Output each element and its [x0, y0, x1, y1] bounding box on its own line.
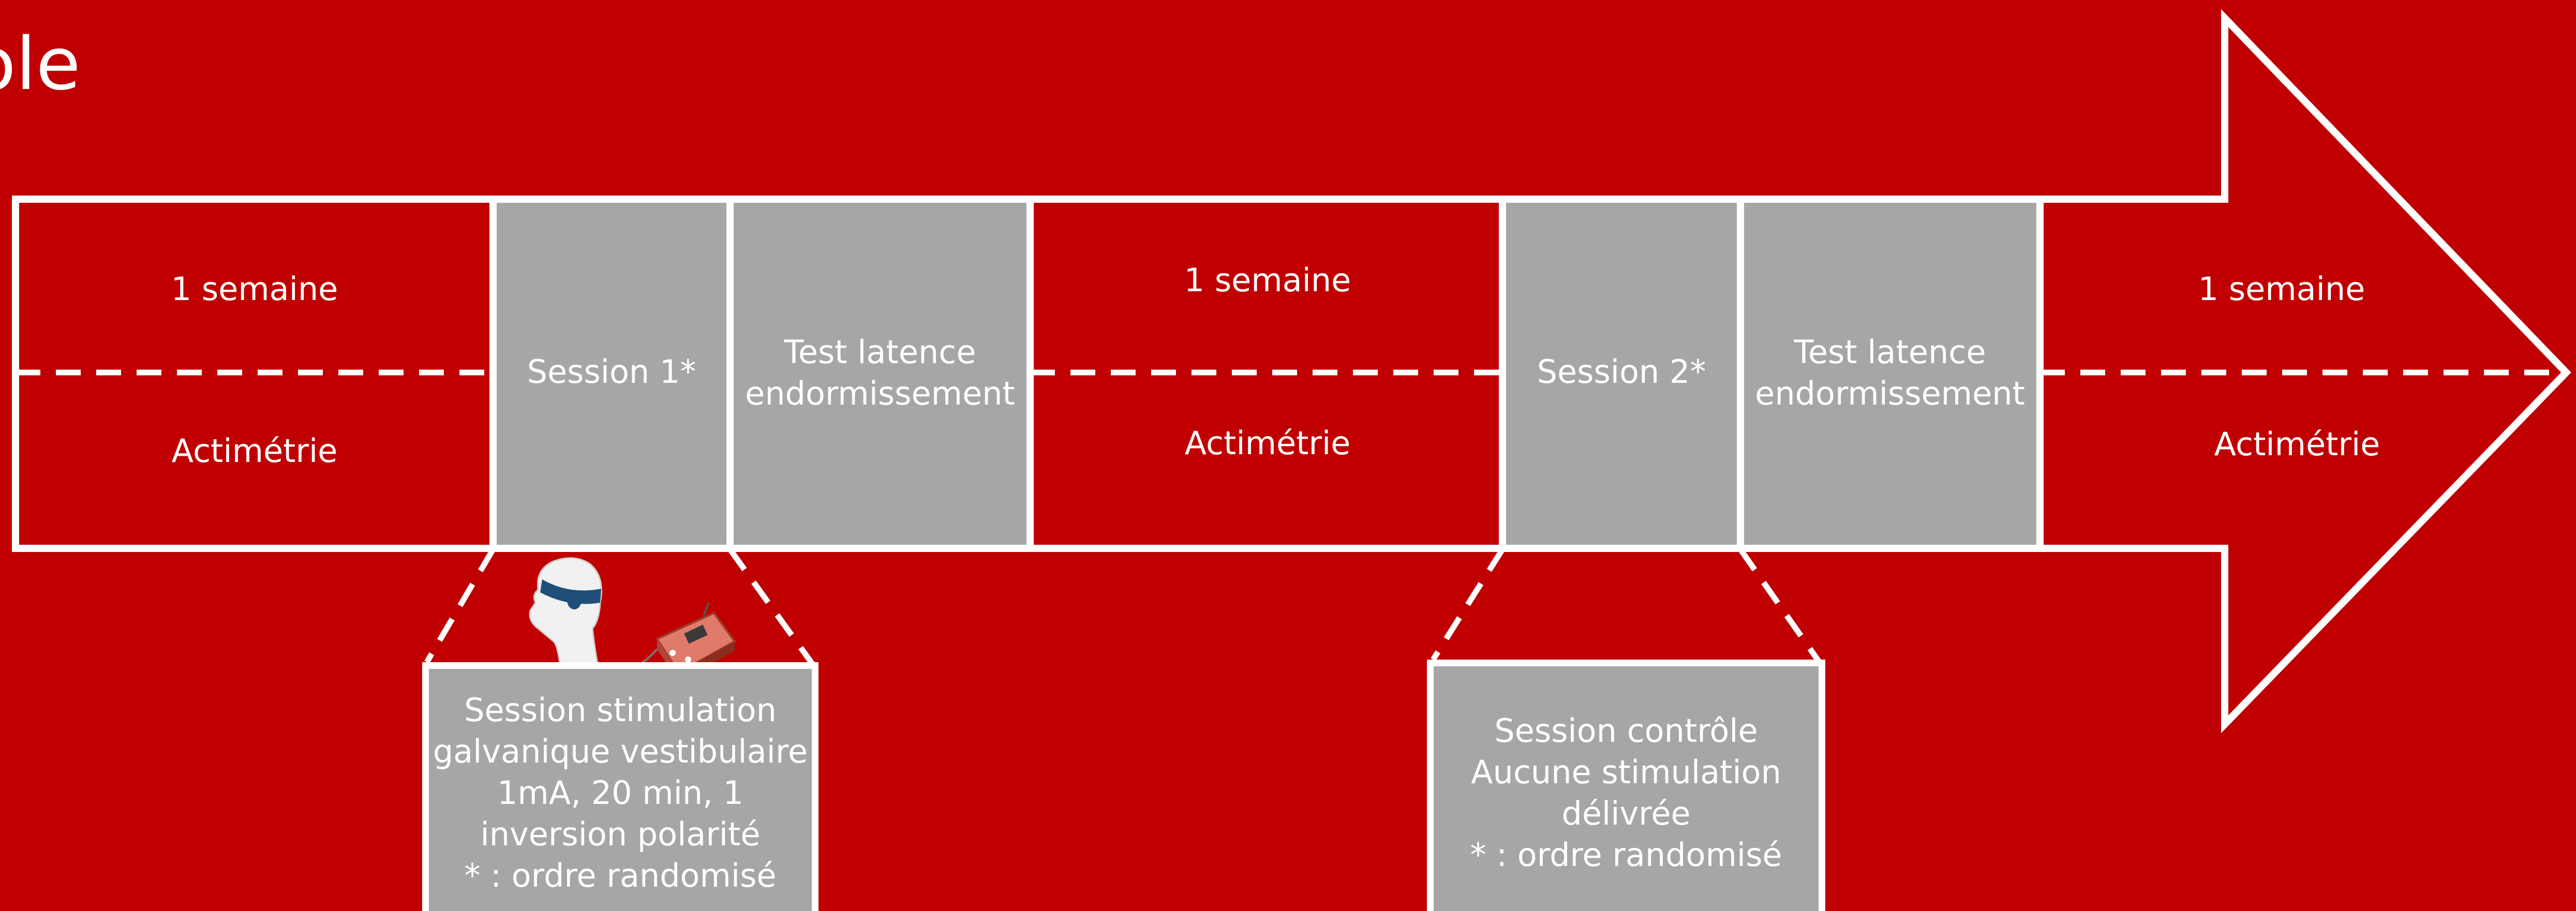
control-session-note: Session contrôle Aucune stimulation déli…	[1427, 660, 1825, 911]
test-label-line1: Test latence	[783, 333, 976, 371]
note-line: galvanique vestibulaire	[433, 733, 808, 770]
segment-session-1: Session 1*	[489, 196, 734, 552]
segment-week-1: 1 semaine Actimétrie	[12, 196, 497, 552]
mannequin-head-with-headband-icon	[529, 557, 616, 679]
test-label-line1: Test latence	[1793, 333, 1986, 371]
note-line: Aucune stimulation	[1471, 753, 1781, 791]
segment-week-3: 1 semaine Actimétrie	[2040, 270, 2564, 463]
session-label: Session 1*	[527, 353, 696, 391]
note-line: inversion polarité	[480, 815, 761, 853]
note-line: délivrée	[1561, 795, 1691, 832]
stimulation-session-note: Session stimulation galvanique vestibula…	[422, 662, 818, 911]
segment-duration-label: 1 semaine	[1184, 261, 1351, 299]
note-line: * : ordre randomisé	[464, 857, 777, 894]
session-label: Session 2*	[1537, 353, 1706, 391]
segment-duration-label: 1 semaine	[171, 270, 338, 308]
segment-measure-label: Actimétrie	[172, 432, 338, 470]
segment-measure-label: Actimétrie	[1185, 424, 1351, 462]
segment-session-2: Session 2*	[1499, 196, 1744, 552]
segment-latency-test-2: Test latence endormissement	[1737, 196, 2044, 552]
callout-connector-2	[1431, 547, 1824, 667]
slide-title-fragment: ole	[0, 22, 81, 107]
segment-week-2: 1 semaine Actimétrie	[1026, 196, 1506, 552]
note-line: * : ordre randomisé	[1470, 836, 1782, 874]
segment-duration-label: 1 semaine	[2198, 270, 2365, 308]
test-label-line2: endormissement	[1755, 375, 2025, 412]
note-line: 1mA, 20 min, 1	[497, 774, 744, 812]
test-label-line2: endormissement	[745, 375, 1015, 412]
note-line: Session contrôle	[1494, 712, 1758, 750]
callout-connector-1	[424, 547, 817, 669]
segment-measure-label: Actimétrie	[2214, 425, 2380, 463]
note-line: Session stimulation	[464, 691, 777, 729]
segment-latency-test-1: Test latence endormissement	[726, 196, 1034, 552]
